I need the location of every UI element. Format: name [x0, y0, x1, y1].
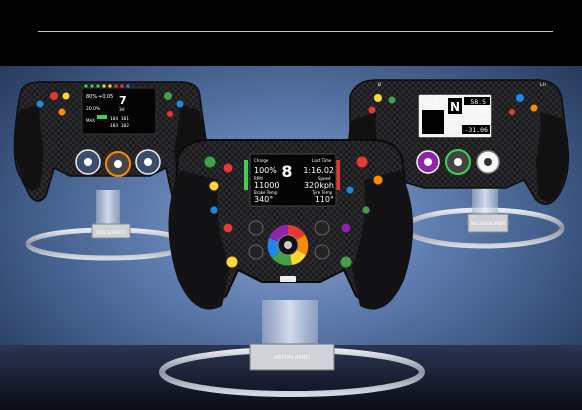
right-v2: 0.02: [470, 107, 486, 115]
center-button-red[interactable]: [222, 162, 234, 174]
center-button-blue[interactable]: [345, 185, 355, 195]
left-row2-left: 20.0%: [86, 106, 101, 112]
right-screen-block: [422, 110, 444, 134]
center-plaque-text: ASTON AERO: [274, 355, 311, 361]
right-gear-box: [448, 98, 462, 114]
left-button-red[interactable]: [50, 92, 58, 100]
left-button-blue[interactable]: [36, 100, 44, 108]
center-button-red-2[interactable]: [355, 155, 369, 169]
right-button-red-2[interactable]: [509, 109, 515, 115]
left-row3-left: MAX: [86, 118, 95, 123]
right-button-yellow[interactable]: [374, 94, 382, 102]
center-charge: 100%: [254, 166, 277, 175]
left-row3-b: 103 102: [110, 123, 129, 129]
center-grip-r: [352, 170, 414, 310]
right-v1: 58.5: [470, 98, 486, 106]
right-lap: 83: [449, 127, 457, 134]
center-label-bl: Brake Temp: [254, 190, 278, 195]
center-rpm: 11000: [254, 181, 279, 190]
left-screen: [81, 87, 157, 135]
left-button-green[interactable]: [164, 92, 172, 100]
right-dials: [416, 149, 500, 175]
right-button-orange[interactable]: [530, 104, 538, 112]
right-v4: -31.06: [465, 126, 489, 134]
right-tag-right: LH: [540, 82, 546, 88]
center-button-green-2[interactable]: [339, 255, 353, 269]
center-tyre-temp: 110°: [315, 195, 334, 204]
left-row1-left: 80%: [86, 94, 97, 100]
left-button-yellow[interactable]: [62, 92, 70, 100]
left-gear: 7: [119, 94, 127, 107]
center-plaque: [249, 343, 335, 371]
center-speed: 320kph: [304, 181, 334, 190]
right-button-red[interactable]: [368, 106, 376, 114]
right-plaque: [467, 213, 509, 233]
right-button-green[interactable]: [388, 96, 396, 104]
right-tag-left: B: [378, 82, 381, 88]
center-button-green-3[interactable]: [361, 205, 371, 215]
right-plaque-text: McLAREN MDM: [471, 221, 505, 227]
center-button-orange[interactable]: [372, 174, 384, 186]
center-gear: 8: [281, 162, 292, 181]
left-plaque-text: RED GRAVITY: [96, 230, 126, 236]
right-delta: +0.01: [422, 100, 443, 108]
left-gear-sub: 3H: [119, 107, 125, 112]
center-button-yellow-2[interactable]: [225, 255, 239, 269]
top-divider: [38, 31, 553, 32]
center-label-tl: Charge: [254, 158, 269, 163]
center-rotary-4[interactable]: [314, 244, 330, 260]
center-screen: [249, 153, 337, 207]
left-dials: [75, 149, 161, 177]
center-grip-l: [168, 170, 230, 310]
left-button-red-2[interactable]: [167, 111, 173, 117]
right-charge-label: CHARGE: [448, 117, 463, 121]
center-rotary-1[interactable]: [248, 220, 264, 236]
left-shift-lights: [84, 84, 130, 88]
center-last-time: 1:16.02: [303, 166, 334, 175]
center-label-mr: Speed: [318, 176, 331, 181]
center-button-red-3[interactable]: [222, 222, 234, 234]
right-gear: N: [450, 100, 460, 114]
left-grip-l: [14, 104, 44, 191]
center-button-blue-2[interactable]: [209, 205, 219, 215]
center-label-ml: RPM: [254, 176, 263, 181]
center-label-br: Tyre Temp: [311, 190, 333, 195]
left-bar: [97, 115, 107, 119]
center-shift-lights: [244, 160, 340, 190]
center-rotary-2[interactable]: [248, 244, 264, 260]
center-wheel: ASTON AERO Charge Last Time 100% 8 1:16.…: [159, 139, 425, 397]
center-rotary-3[interactable]: [314, 220, 330, 236]
center-brake-temp: 340°: [254, 195, 273, 204]
left-row3-a: 104 101: [110, 116, 129, 122]
left-row1-mid: +0.05: [98, 94, 113, 100]
center-label-tr: Last Time: [312, 158, 332, 163]
left-button-blue-2[interactable]: [176, 100, 184, 108]
right-button-blue[interactable]: [516, 94, 524, 102]
left-button-orange[interactable]: [58, 108, 66, 116]
center-button-green[interactable]: [203, 155, 217, 169]
left-plaque: [91, 223, 131, 239]
center-button-yellow[interactable]: [208, 180, 220, 192]
center-badge: [280, 276, 296, 282]
center-main-dial[interactable]: [267, 224, 309, 266]
center-button-purple[interactable]: [340, 222, 352, 234]
right-v3: 0.20: [470, 116, 486, 124]
right-grip-r: [536, 112, 569, 202]
